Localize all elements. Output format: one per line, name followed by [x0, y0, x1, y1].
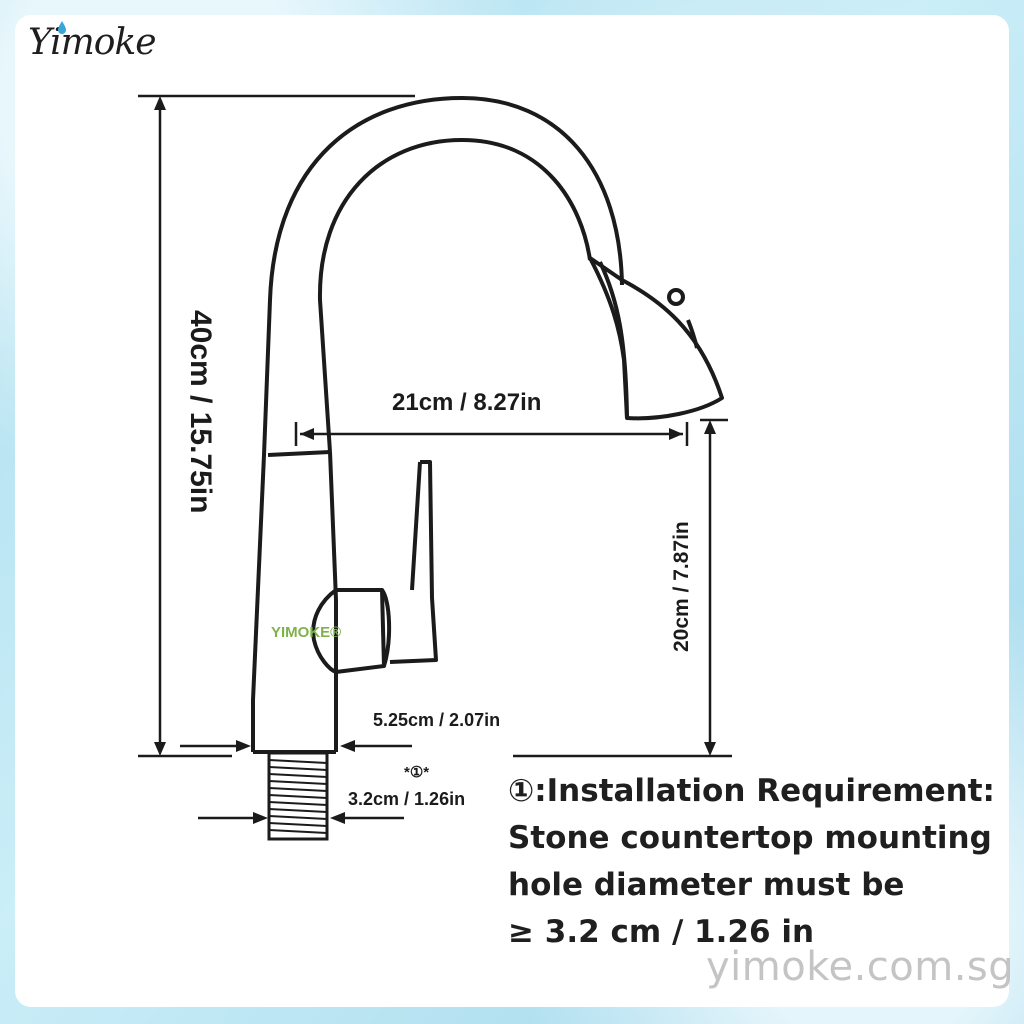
installation-line: ≥ 3.2 cm / 1.26 in — [508, 914, 815, 950]
installation-line: Stone countertop mounting — [508, 820, 992, 856]
body-brand-mark: YIMOKE® — [271, 624, 341, 641]
thread-note-mark: *①* — [404, 764, 429, 781]
diagram-panel — [15, 15, 1009, 1007]
installation-requirement: ①:Installation Requirement: Stone counte… — [508, 768, 1008, 956]
installation-title: ①:Installation Requirement: — [508, 773, 995, 809]
dimension-lines — [138, 94, 732, 820]
brand-logo: Yimoke — [28, 22, 157, 63]
website-watermark: yimoke.com.sg — [706, 944, 1015, 990]
faucet-outline — [251, 96, 724, 754]
dimension-arrowheads — [154, 96, 716, 824]
base-diameter-label: 5.25cm / 2.07in — [373, 710, 500, 730]
spout-height-label: 20cm / 7.87in — [670, 521, 693, 652]
threaded-shank — [267, 751, 329, 841]
installation-line: hole diameter must be — [508, 867, 905, 903]
water-drop-icon — [58, 21, 66, 34]
thread-diameter-label: 3.2cm / 1.26in — [348, 789, 465, 809]
spout-reach-label: 21cm / 8.27in — [392, 389, 541, 416]
height-total-label: 40cm / 15.75in — [184, 310, 217, 513]
